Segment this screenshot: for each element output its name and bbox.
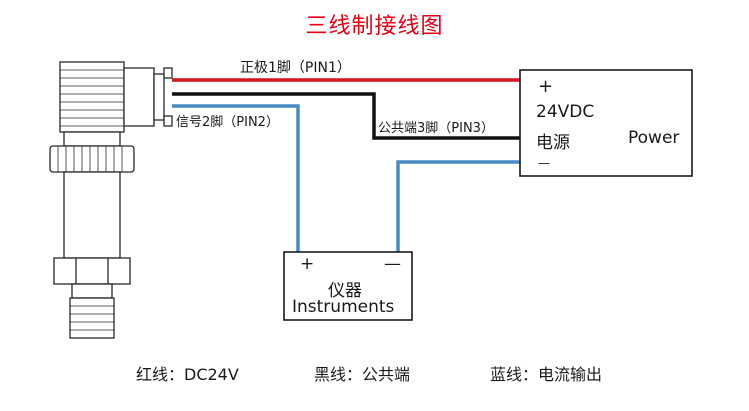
diagram-title: 三线制接线图 xyxy=(305,14,444,39)
power-supply-box xyxy=(519,69,693,177)
instrument-name-cn: 仪器 xyxy=(328,281,362,301)
blue-wire-label: 信号2脚（PIN2） xyxy=(176,115,279,130)
instrument-plus-sign: + xyxy=(300,254,315,274)
legend-black: 黑线：公共端 xyxy=(314,365,411,384)
black-wire-label: 公共端3脚（PIN3） xyxy=(378,121,494,136)
red-wire-label: 正极1脚（PIN1） xyxy=(240,60,351,76)
black-wire xyxy=(172,92,520,140)
instrument-minus-sign: — xyxy=(384,254,401,274)
blue-wire-return xyxy=(396,160,520,252)
power-name-cn: 电源 xyxy=(536,133,570,153)
instrument-name-en: Instruments xyxy=(292,297,395,317)
power-plus-sign: + xyxy=(538,76,554,97)
instrument-box xyxy=(283,251,413,321)
blue-wire-signal xyxy=(172,104,300,252)
power-voltage: 24VDC xyxy=(536,102,595,122)
legend-red: 红线：DC24V xyxy=(136,365,239,384)
power-name-en: Power xyxy=(628,128,680,148)
legend-blue: 蓝线：电流输出 xyxy=(490,365,603,384)
pressure-sensor-icon xyxy=(49,61,173,339)
power-minus-sign: — xyxy=(538,156,550,170)
